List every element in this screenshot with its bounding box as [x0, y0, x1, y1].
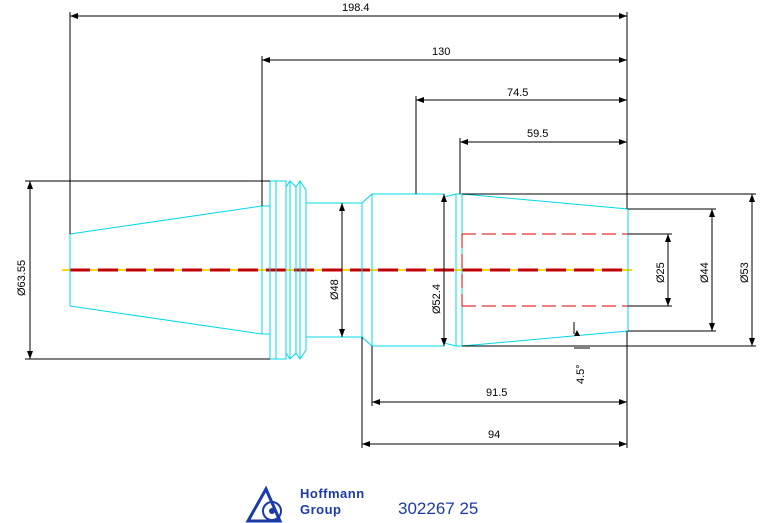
dim-dia-bore: Ø25 [655, 262, 667, 283]
brand-line-2: Group [300, 502, 342, 517]
dim-length-91-5: 91.5 [486, 387, 507, 399]
dim-length-130: 130 [432, 46, 450, 58]
dim-dia-body: Ø52.4 [431, 284, 443, 314]
dimension-lines [25, 12, 756, 448]
dim-dia-outer: Ø53 [739, 262, 751, 283]
dim-taper-angle: 4.5° [575, 364, 587, 384]
dim-length-94: 94 [488, 429, 500, 441]
tool-holder-outline [69, 180, 629, 360]
part-number: 302267 25 [398, 499, 479, 518]
dim-length-59-5: 59.5 [527, 128, 548, 140]
dim-dia-nose: Ø44 [699, 262, 711, 283]
dim-overall-length: 198.4 [342, 2, 370, 14]
hidden-bore [461, 233, 628, 307]
dim-length-74-5: 74.5 [507, 87, 528, 99]
dim-dia-neck: Ø48 [329, 279, 341, 300]
dim-dia-flange: Ø63.55 [16, 260, 28, 296]
brand-line-1: Hoffmann [300, 486, 365, 501]
hoffmann-logo-icon [245, 485, 283, 523]
brand-name: Hoffmann Group [300, 486, 365, 518]
